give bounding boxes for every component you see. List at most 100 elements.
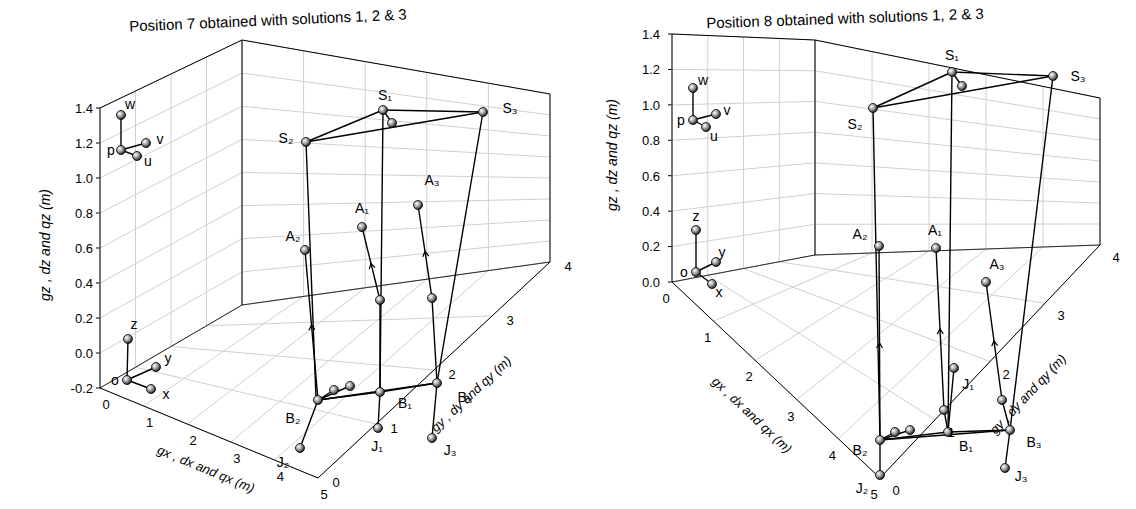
axis-title: gz , dz and qz (m) [605,99,619,211]
direction-arrow [309,325,315,330]
tick-mark [96,318,100,319]
tick-label: 1.4 [642,28,660,41]
point-label: B₂ [286,411,301,425]
grid-line [242,173,550,179]
grid-line [242,40,243,305]
frame-label: o [111,373,119,387]
point-label: S₁ [378,88,392,102]
link-line [379,300,380,392]
grid-line [815,245,1100,255]
joint-dot [358,223,367,232]
joint-dot [117,111,126,120]
grid-line [815,40,1100,98]
frame-label: y [165,351,172,365]
link-line [873,108,880,440]
frame-label: w [125,97,135,111]
tick-mark [96,388,100,389]
tick-label: 0.2 [642,240,660,253]
grid-line [815,132,1100,161]
grid-line [880,245,1100,478]
grid-line [136,367,377,424]
link-line [952,72,1053,76]
point-label: A₂ [853,227,868,241]
grid-line [274,271,488,460]
grid-line [707,36,708,276]
joint-dot [906,426,915,435]
point-label: B₃ [1026,435,1041,449]
point-label: A₂ [286,229,301,243]
direction-arrow [877,343,883,348]
axis-line [672,34,815,40]
point-label: J₁ [371,439,383,453]
grid-line [242,40,243,305]
point-label: S₃ [502,101,517,115]
grid-line [714,253,872,321]
joint-dot [414,201,423,210]
joint-dot [330,386,339,395]
point-label: B₂ [853,443,868,457]
grid-line [171,347,434,371]
link-line [318,386,350,400]
axis-line [880,245,1100,478]
tick-label: 4 [1112,251,1119,264]
tick-mark [96,213,100,214]
grid-line [672,255,815,282]
link-line [305,250,318,400]
joint-dot [428,434,437,443]
axis-line [550,94,551,262]
joint-dot [117,146,126,155]
axis-line [318,262,550,478]
joint-dot [379,106,388,115]
joint-dot [124,335,133,344]
tick-mark [668,140,672,141]
axis-line [815,40,1100,98]
grid-line [171,74,172,347]
tick-label: 1.2 [642,63,660,76]
tick-label: -0.2 [71,382,93,395]
joint-dot [998,396,1007,405]
grid-line [744,269,991,362]
tick-label: 0.4 [642,205,660,218]
axis-line [242,40,243,305]
tick-label: 2 [1002,367,1009,380]
joint-dot [692,226,701,235]
point-label: B₁ [959,439,973,453]
tick-label: 3 [1057,309,1064,322]
tick-label: 5 [320,488,327,501]
point-label: S₁ [945,48,959,62]
grid-line [242,40,550,94]
tick-mark [96,143,100,144]
tick-label: 0.6 [642,169,660,182]
axis-line [100,108,101,388]
point-label: A₃ [989,257,1004,271]
joint-dot [692,268,701,277]
joint-dot [147,385,156,394]
tick-mark [668,104,672,105]
frame-label: x [716,285,723,299]
frame-label: p [677,113,685,127]
joint-dot [133,152,142,161]
tick-label: 1 [947,425,954,438]
axis-line [242,40,550,94]
point-label: J₁ [962,377,974,391]
grid-line [815,163,1100,182]
joint-dot [950,364,959,373]
grid-line [100,108,101,388]
link-line [695,230,696,272]
joint-dot [302,138,311,147]
link-line [306,112,483,142]
grid-line [779,39,780,262]
joint-dot [689,116,698,125]
link-line [1005,430,1010,468]
tick-label: 0.8 [75,207,93,220]
grid-line [488,83,489,270]
grid-line [100,305,242,388]
tick-mark [668,211,672,212]
tick-mark [668,175,672,176]
point-label: S₂ [279,131,294,145]
link-line [936,248,944,410]
frame-label: u [144,154,152,168]
tick-label: 0.2 [75,312,93,325]
grid-line [672,282,880,478]
